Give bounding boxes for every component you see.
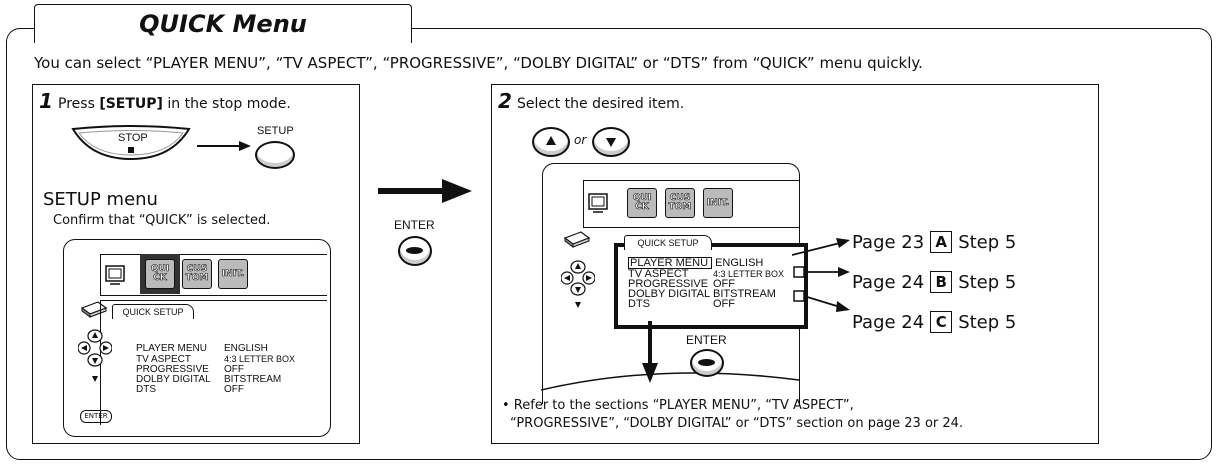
down-arrow-icon — [606, 138, 616, 147]
disc-player-icon — [563, 231, 591, 248]
page-ref-page: Page 23 — [852, 231, 925, 253]
screen-curve — [541, 372, 800, 391]
enter-button-dot — [406, 247, 423, 254]
step2-panel: 2 Select the desired item. or QUI CK CUS… — [491, 84, 1099, 444]
page-ref-step: Step 5 — [958, 231, 1017, 253]
tv-icon — [105, 265, 125, 285]
page-ref-letter: C — [930, 311, 953, 333]
step1-text-pre: Press — [58, 96, 100, 112]
enter-button-dot — [698, 359, 715, 366]
stop-button-shape — [71, 125, 191, 161]
big-arrow-right-icon — [378, 179, 472, 203]
page-ref-letter: B — [930, 271, 953, 293]
or-text: or — [574, 133, 587, 147]
page-ref-a: Page 23 A Step 5 — [852, 231, 1016, 253]
enter-label: ENTER — [394, 218, 435, 232]
page-ref-c: Page 24 C Step 5 — [852, 311, 1016, 333]
step1-instruction: 1 Press [SETUP] in the stop mode. — [39, 89, 291, 113]
menu-tab-bar — [100, 254, 327, 296]
step1-panel: 1 Press [SETUP] in the stop mode. STOP S… — [32, 84, 360, 444]
step2-text: Select the desired item. — [517, 96, 685, 112]
tab-quick-2[interactable]: QUI CK — [627, 188, 657, 218]
stop-label: STOP — [118, 132, 148, 144]
setup-menu-heading: SETUP menu — [43, 189, 158, 210]
page-ref-page: Page 24 — [852, 311, 925, 333]
step1-key: [SETUP] — [99, 96, 163, 112]
enter-button[interactable] — [398, 236, 432, 266]
page-ref-step: Step 5 — [958, 311, 1017, 333]
section-title: QUICK Menu — [34, 4, 412, 43]
tab-initialize-2[interactable]: INIT. — [703, 188, 733, 218]
setup-label: SETUP — [257, 125, 294, 137]
page-ref-letter: A — [930, 231, 953, 253]
confirm-text: Confirm that “QUICK” is selected. — [53, 213, 271, 228]
up-arrow-icon — [546, 136, 556, 145]
quick-setup-tab-2: QUICK SETUP — [624, 235, 712, 250]
page-ref-page: Page 24 — [852, 271, 925, 293]
down-button[interactable] — [592, 127, 630, 157]
dpad-icon — [561, 260, 595, 308]
quick-setup-tab: QUICK SETUP — [112, 304, 194, 319]
page-ref-step: Step 5 — [958, 271, 1017, 293]
page-ref-b: Page 24 B Step 5 — [852, 271, 1016, 293]
section-frame — [6, 28, 1212, 460]
tab-custom[interactable]: CUS TOM — [182, 259, 212, 289]
reference-arrows — [792, 238, 850, 312]
setting-row-selected[interactable]: PLAYER MENU ENGLISH — [628, 257, 764, 269]
arrow-right-icon — [197, 141, 251, 151]
step1-text-post: in the stop mode. — [162, 96, 291, 112]
stop-button[interactable]: STOP — [71, 125, 191, 161]
tab-quick[interactable]: QUI CK — [145, 259, 175, 289]
tv-screen-step2: QUI CK CUS TOM INIT. — [541, 163, 800, 404]
reference-note-line1: • Refer to the sections “PLAYER MENU”, “… — [502, 398, 854, 413]
tv-screen-step1: QUI CK CUS TOM INIT. QUICK SETUP ENTER — [63, 239, 331, 437]
setup-button[interactable] — [255, 141, 295, 169]
tv-icon — [588, 193, 608, 213]
tab-custom-2[interactable]: CUS TOM — [665, 188, 695, 218]
menu-tab-bar-2 — [583, 180, 800, 228]
enter-label-2: ENTER — [686, 333, 727, 347]
tab-initialize[interactable]: INIT. — [218, 259, 248, 289]
up-button[interactable] — [532, 127, 570, 157]
step1-number: 1 — [39, 89, 53, 113]
dpad-icon — [78, 329, 112, 382]
reference-note: • Refer to the sections “PLAYER MENU”, “… — [502, 397, 963, 433]
enter-key-icon: ENTER — [80, 410, 112, 423]
intro-text: You can select “PLAYER MENU”, “TV ASPECT… — [34, 54, 923, 72]
step2-instruction: 2 Select the desired item. — [498, 89, 684, 113]
step2-number: 2 — [498, 89, 512, 113]
down-arrow-pointer-icon — [642, 321, 658, 383]
quick-setup-panel-highlight: QUICK SETUP PLAYER MENU ENGLISH TV ASPEC… — [614, 235, 808, 329]
reference-note-line2: “PROGRESSIVE”, “DOLBY DIGITAL” or “DTS” … — [510, 416, 964, 431]
enter-button-2[interactable] — [690, 349, 724, 377]
